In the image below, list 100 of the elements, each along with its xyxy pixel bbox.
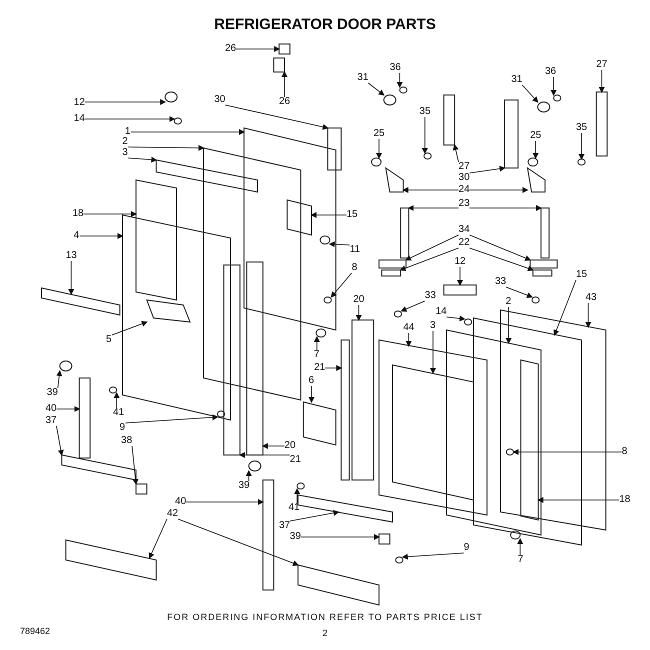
- leader-line: [452, 144, 459, 162]
- footer-note: FOR ORDERING INFORMATION REFER TO PARTS PRICE LIST: [167, 612, 483, 622]
- leader-line: [522, 84, 538, 103]
- rail-part: [596, 92, 608, 156]
- callout-number: 39: [238, 481, 250, 491]
- panel-part: [41, 287, 120, 316]
- leader-line: [469, 187, 528, 193]
- leader-line: [537, 497, 620, 503]
- leader-line: [402, 187, 459, 193]
- rail-part: [443, 94, 456, 146]
- leader-line: [469, 205, 542, 211]
- callout-number: 2: [122, 137, 128, 147]
- rail-part: [262, 480, 274, 590]
- diagram-title: REFRIGERATOR DOOR PARTS: [213, 16, 437, 33]
- screw-part: [394, 310, 402, 318]
- callout-number: 6: [308, 376, 314, 386]
- rail-part: [273, 58, 285, 72]
- panel-part: [278, 44, 290, 54]
- leader-line: [430, 330, 436, 374]
- screw-part: [510, 530, 521, 540]
- leader-line: [457, 266, 463, 286]
- panel-part: [122, 214, 231, 421]
- callout-number: 36: [390, 63, 401, 73]
- screw-part: [383, 94, 396, 106]
- callout-number: 33: [424, 291, 436, 301]
- leader-line: [294, 488, 300, 504]
- leader-line: [236, 46, 280, 52]
- screw-part: [248, 460, 262, 472]
- panel-part: [136, 179, 177, 301]
- leader-line: [585, 302, 592, 328]
- panel-part: [378, 534, 390, 544]
- leader-line: [328, 241, 350, 248]
- page-number: 2: [322, 628, 328, 638]
- leader-line: [506, 286, 533, 298]
- leader-line: [56, 406, 80, 412]
- screw-part: [528, 158, 538, 166]
- screw-part: [296, 482, 305, 490]
- leader-line: [246, 470, 252, 482]
- leader-line: [83, 211, 137, 217]
- screw-part: [59, 360, 72, 372]
- leader-line: [368, 82, 385, 96]
- leader-line: [68, 260, 74, 295]
- leader-line: [84, 99, 166, 105]
- callout-number: 31: [511, 75, 522, 85]
- screw-part: [464, 318, 472, 326]
- screw-part: [537, 102, 550, 112]
- callout-number: 41: [112, 408, 124, 418]
- callout-number: 35: [419, 107, 431, 117]
- screw-part: [532, 296, 540, 304]
- callout-number: 11: [350, 245, 360, 255]
- panel-part: [443, 284, 477, 296]
- callout-number: 24: [458, 185, 470, 195]
- leader-line: [262, 443, 285, 449]
- callout-number: 8: [352, 263, 358, 273]
- screw-part: [108, 386, 118, 394]
- panel-part: [500, 309, 606, 531]
- callout-number: 22: [458, 238, 470, 248]
- panel-part: [381, 270, 402, 276]
- leader-line: [56, 370, 62, 388]
- callout-number: 39: [290, 532, 301, 542]
- callout-number: 1: [124, 127, 130, 137]
- callout-number: 40: [175, 497, 186, 507]
- panel-part: [446, 329, 542, 536]
- callout-number: 33: [495, 277, 506, 287]
- leader-line: [406, 332, 412, 347]
- leader-line: [282, 71, 288, 98]
- screw-part: [577, 158, 586, 166]
- panel-part: [65, 539, 157, 581]
- callout-number: 13: [66, 251, 77, 261]
- callout-number: 18: [72, 209, 84, 219]
- callout-number: 25: [374, 129, 385, 139]
- leader-line: [148, 518, 168, 559]
- leader-line: [238, 452, 290, 458]
- leader-line: [84, 116, 176, 122]
- callout-number: 31: [357, 73, 368, 83]
- rail-part: [504, 100, 519, 168]
- leader-line: [300, 534, 380, 540]
- callout-number: 4: [74, 231, 80, 241]
- callout-number: 8: [622, 447, 628, 457]
- leader-line: [224, 104, 329, 130]
- leader-line: [532, 140, 539, 159]
- screw-part: [174, 118, 182, 124]
- callout-number: 9: [464, 543, 470, 553]
- panel-part: [61, 454, 136, 481]
- callout-number: 36: [544, 67, 556, 77]
- leader-line: [128, 144, 204, 151]
- leader-line: [405, 234, 459, 261]
- leader-line: [130, 129, 245, 135]
- leader-line: [578, 132, 584, 160]
- callout-number: 37: [45, 416, 57, 426]
- screw-part: [553, 94, 562, 102]
- callout-number: 40: [45, 404, 57, 414]
- rail-part: [352, 320, 374, 480]
- rail-part: [78, 378, 91, 458]
- callout-number: 14: [436, 307, 447, 317]
- leader-line: [79, 233, 124, 239]
- leader-line: [408, 205, 459, 211]
- leader-line: [308, 386, 314, 403]
- leader-line: [446, 315, 466, 322]
- panel-part: [520, 359, 539, 521]
